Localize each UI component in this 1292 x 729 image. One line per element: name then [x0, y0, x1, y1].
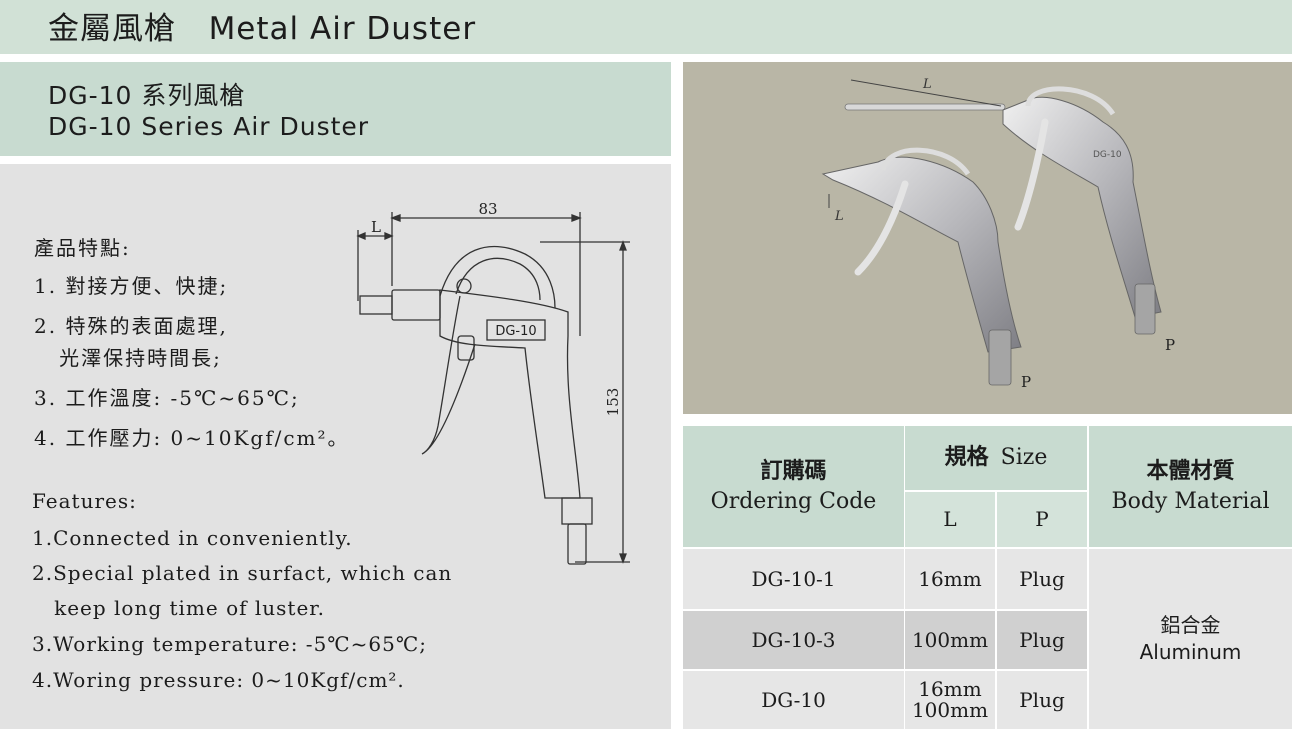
table-row-l: 100mm: [905, 611, 995, 669]
features-cn-heading: 產品特點:: [34, 236, 131, 260]
photo-l-label-short: L: [834, 209, 844, 224]
features-en-item: 1.Connected in conveniently.: [32, 526, 353, 550]
page-title: 金屬風槍 Metal Air Duster: [48, 3, 476, 48]
features-cn-item: 1. 對接方便、快捷;: [34, 274, 229, 298]
photo-l-label-long: L: [922, 77, 932, 92]
features-en-item: 2.Special plated in surfact, which can: [32, 561, 453, 585]
features-panel: [0, 164, 671, 729]
series-title-en: DG-10 Series Air Duster: [48, 112, 370, 141]
table-row-l-line: 16mm: [918, 677, 982, 701]
product-photo: DG-10 L L P P: [683, 62, 1292, 414]
header-size-cn: 規格: [944, 445, 989, 471]
features-en-item: 4.Woring pressure: 0~10Kgf/cm².: [32, 668, 405, 692]
table-row-code: DG-10-1: [683, 549, 904, 609]
ordering-table: 訂購碼 Ordering Code 規格 Size L P 本體材質 Body …: [683, 426, 1292, 729]
table-row-code: DG-10-3: [683, 611, 904, 669]
dim-length-label: 83: [478, 200, 497, 218]
header-size: 規格 Size: [905, 426, 1087, 490]
series-heading-box: [0, 62, 671, 156]
features-en-item: keep long time of luster.: [32, 596, 326, 620]
table-row-l: 16mm 100mm: [905, 671, 995, 729]
table-row-p: Plug: [997, 549, 1087, 609]
features-en-item: 3.Working temperature: -5℃~65℃;: [32, 632, 427, 656]
features-cn-item: 4. 工作壓力: 0~10Kgf/cm²。: [34, 426, 350, 450]
table-row-l: 16mm: [905, 549, 995, 609]
header-mat-en: Body Material: [1111, 488, 1270, 514]
header-mat-cn: 本體材質: [1146, 458, 1235, 484]
photo-p-label-back: P: [1165, 336, 1175, 354]
model-label: DG-10: [495, 324, 536, 339]
header-code-cn: 訂購碼: [760, 458, 827, 484]
header-code-en: Ordering Code: [710, 488, 877, 514]
material-en: Aluminum: [1139, 640, 1242, 664]
dim-l-label: L: [371, 218, 381, 236]
header-p: P: [997, 492, 1087, 547]
material-cn: 鋁合金: [1160, 613, 1221, 637]
page-title-cn: 金屬風槍: [48, 11, 176, 47]
header-l: L: [905, 492, 995, 547]
page-title-en: Metal Air Duster: [208, 11, 477, 47]
features-cn-item: 光澤保持時間長;: [34, 346, 222, 370]
header-body-material: 本體材質 Body Material: [1089, 426, 1292, 547]
dim-height-label: 153: [604, 388, 622, 417]
photo-p-label-front: P: [1021, 373, 1031, 391]
table-row-p: Plug: [997, 611, 1087, 669]
features-cn-item: 2. 特殊的表面處理,: [34, 314, 228, 338]
photo-gun-label: DG-10: [1093, 150, 1122, 160]
header-size-en: Size: [1000, 445, 1048, 471]
product-photo-illustration: DG-10 L L P P: [821, 77, 1175, 391]
table-row-code: DG-10: [683, 671, 904, 729]
table-row-l-line: 100mm: [911, 698, 989, 722]
header-ordering-code: 訂購碼 Ordering Code: [683, 426, 904, 547]
technical-drawing: 83 L 153 DG-10: [356, 200, 630, 565]
table-row-p: Plug: [997, 671, 1087, 729]
features-en-heading: Features:: [32, 489, 137, 513]
material-cell: 鋁合金 Aluminum: [1089, 549, 1292, 729]
title-banner: [0, 0, 1292, 54]
features-cn-item: 3. 工作溫度: -5℃~65℃;: [34, 386, 300, 410]
series-title-cn: DG-10 系列風槍: [48, 81, 246, 110]
